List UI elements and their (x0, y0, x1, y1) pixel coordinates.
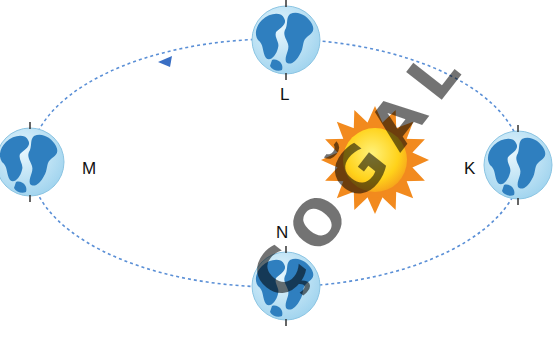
earth-k (484, 125, 552, 205)
earth-m (0, 122, 64, 202)
direction-arrow (158, 56, 172, 67)
position-label: K (464, 160, 475, 177)
position-label: L (280, 86, 289, 103)
earth-l (252, 0, 320, 80)
position-label: M (82, 160, 96, 177)
